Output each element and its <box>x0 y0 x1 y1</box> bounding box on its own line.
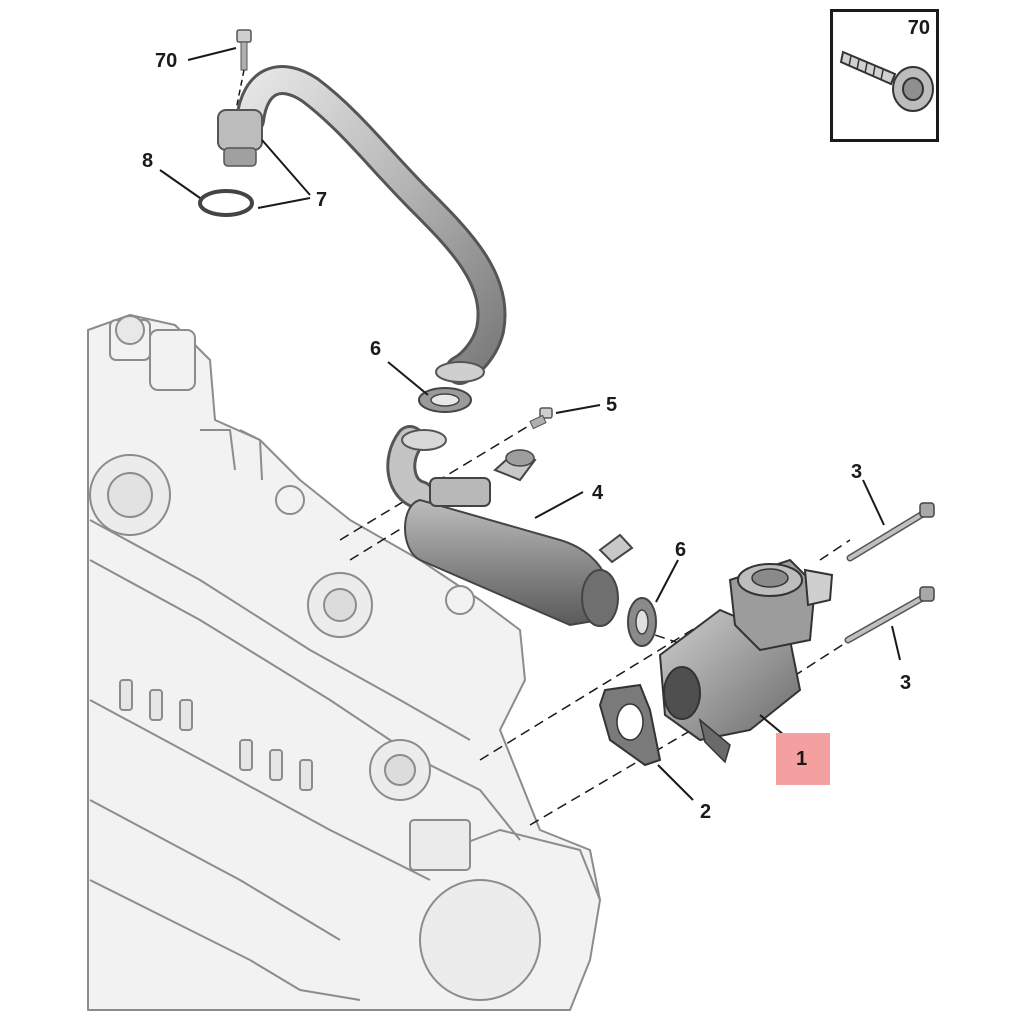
part-8-o-ring <box>198 189 254 217</box>
callout-1: 1 <box>796 748 808 770</box>
part-6-upper-seal <box>418 387 472 413</box>
part-7-egr-pipe <box>217 65 507 385</box>
callout-1-highlight <box>776 733 830 785</box>
part-70-bolt <box>235 29 252 111</box>
legend-box-70: 70 <box>830 9 939 142</box>
callout-7: 7 <box>316 189 328 211</box>
part-4-egr-cooler <box>386 425 634 627</box>
callout-6-upper: 6 <box>370 338 382 360</box>
callout-5: 5 <box>606 394 618 416</box>
part-5-screw <box>529 407 553 430</box>
screw-icon <box>839 50 934 112</box>
callout-6-lower: 6 <box>675 539 687 561</box>
callout-8: 8 <box>142 150 154 172</box>
part-1-egr-valve <box>658 558 834 764</box>
part-6-lower-seal <box>627 597 657 647</box>
part-2-gasket <box>598 683 662 767</box>
callout-3-lower: 3 <box>900 672 912 694</box>
part-3-bolts <box>844 502 935 644</box>
callout-3-upper: 3 <box>851 461 863 483</box>
callout-70: 70 <box>155 50 178 72</box>
engine-block <box>87 314 601 1011</box>
callout-2: 2 <box>700 801 712 823</box>
callout-4: 4 <box>592 482 604 504</box>
legend-number: 70 <box>907 17 930 39</box>
leader-lines <box>159 47 901 801</box>
